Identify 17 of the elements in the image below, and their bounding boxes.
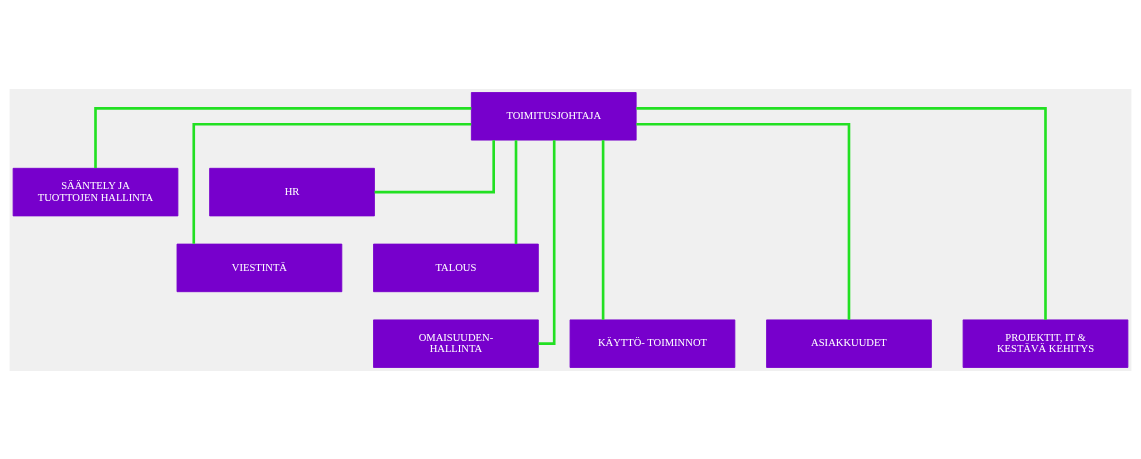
node-box: PROJEKTIT, IT & KESTÄVÄ KEHITYS	[962, 318, 1129, 368]
connector	[601, 139, 605, 320]
connector	[538, 139, 556, 345]
node-box: HR	[209, 167, 375, 216]
connector	[636, 122, 851, 320]
connector	[636, 106, 1047, 320]
connector	[192, 122, 472, 244]
node-box: OMAISUUDEN- HALLINTA	[373, 318, 539, 368]
node-box: SÄÄNTELY JA TUOTTOJEN HALLINTA	[12, 167, 179, 216]
connector	[374, 139, 495, 193]
connector	[94, 106, 472, 168]
node-box: KÄYTTÖ- TOIMINNOT	[569, 318, 736, 368]
connector	[514, 139, 518, 244]
node-box: VIESTINTÄ	[176, 243, 343, 292]
node-box: TOIMITUSJOHTAJA	[470, 91, 637, 141]
node-box: ASIAKKUUDET	[766, 318, 932, 368]
node-box: TALOUS	[373, 243, 539, 292]
